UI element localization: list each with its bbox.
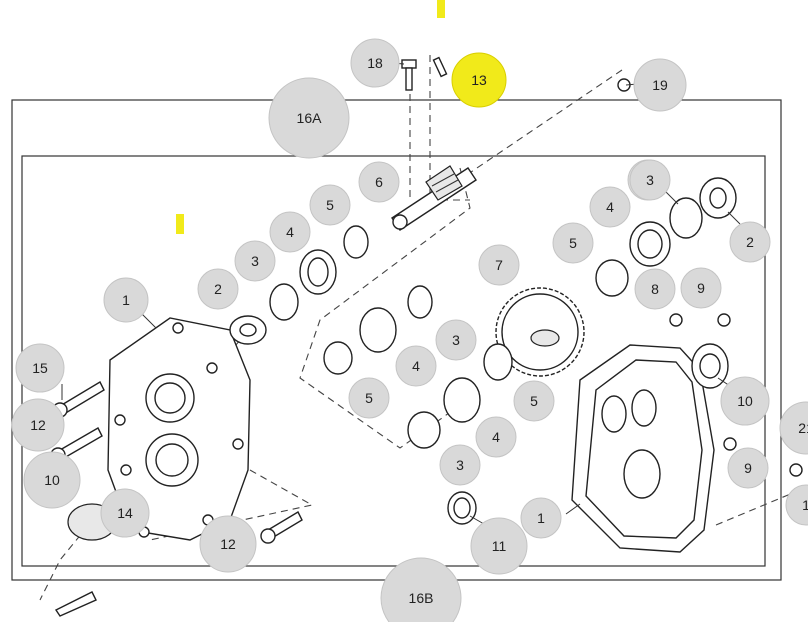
right-housing-cover <box>571 344 715 553</box>
callout-3[interactable]: 3 <box>629 159 671 201</box>
bolt-18 <box>401 59 417 91</box>
callout-15[interactable]: 15 <box>15 343 65 393</box>
callout-7[interactable]: 7 <box>478 244 520 286</box>
callout-9[interactable]: 9 <box>727 447 769 489</box>
callout-1[interactable]: 1 <box>520 497 562 539</box>
callout-3[interactable]: 3 <box>234 240 276 282</box>
highlight-marker-top <box>437 0 445 18</box>
callout-10[interactable]: 10 <box>23 451 81 509</box>
callout-4[interactable]: 4 <box>475 416 517 458</box>
callout-4[interactable]: 4 <box>395 345 437 387</box>
callout-12[interactable]: 12 <box>199 515 257 573</box>
left-housing-cover <box>107 317 251 541</box>
pin-13 <box>432 56 448 78</box>
callout-2[interactable]: 2 <box>197 268 239 310</box>
bolt-12b <box>260 511 303 544</box>
callout-3[interactable]: 3 <box>439 444 481 486</box>
callout-19[interactable]: 19 <box>633 58 687 112</box>
callout-13[interactable]: 13 <box>451 52 507 108</box>
bolt-bottom <box>54 591 97 617</box>
callout-11[interactable]: 11 <box>470 517 528 575</box>
callout-5[interactable]: 5 <box>348 377 390 419</box>
callout-16a[interactable]: 16A <box>268 77 350 159</box>
callout-8[interactable]: 8 <box>634 268 676 310</box>
callout-1[interactable]: 1 <box>785 484 808 526</box>
callout-5[interactable]: 5 <box>513 380 555 422</box>
callout-5[interactable]: 5 <box>552 222 594 264</box>
callout-14[interactable]: 14 <box>100 488 150 538</box>
callout-5[interactable]: 5 <box>309 184 351 226</box>
input-shaft <box>391 165 477 231</box>
callout-4[interactable]: 4 <box>269 211 311 253</box>
callout-12[interactable]: 12 <box>11 398 65 452</box>
callout-9[interactable]: 9 <box>680 267 722 309</box>
callout-3[interactable]: 3 <box>435 319 477 361</box>
callout-16b[interactable]: 16B <box>380 557 462 622</box>
callout-6[interactable]: 6 <box>358 161 400 203</box>
main-gear <box>495 287 585 377</box>
callout-21[interactable]: 21 <box>779 401 808 455</box>
callout-10[interactable]: 10 <box>720 376 770 426</box>
callout-1[interactable]: 1 <box>103 277 149 323</box>
highlight-marker-left <box>176 214 184 234</box>
callout-4[interactable]: 4 <box>589 186 631 228</box>
bearings-and-gears <box>67 177 803 541</box>
callout-18[interactable]: 18 <box>350 38 400 88</box>
callout-2[interactable]: 2 <box>729 221 771 263</box>
